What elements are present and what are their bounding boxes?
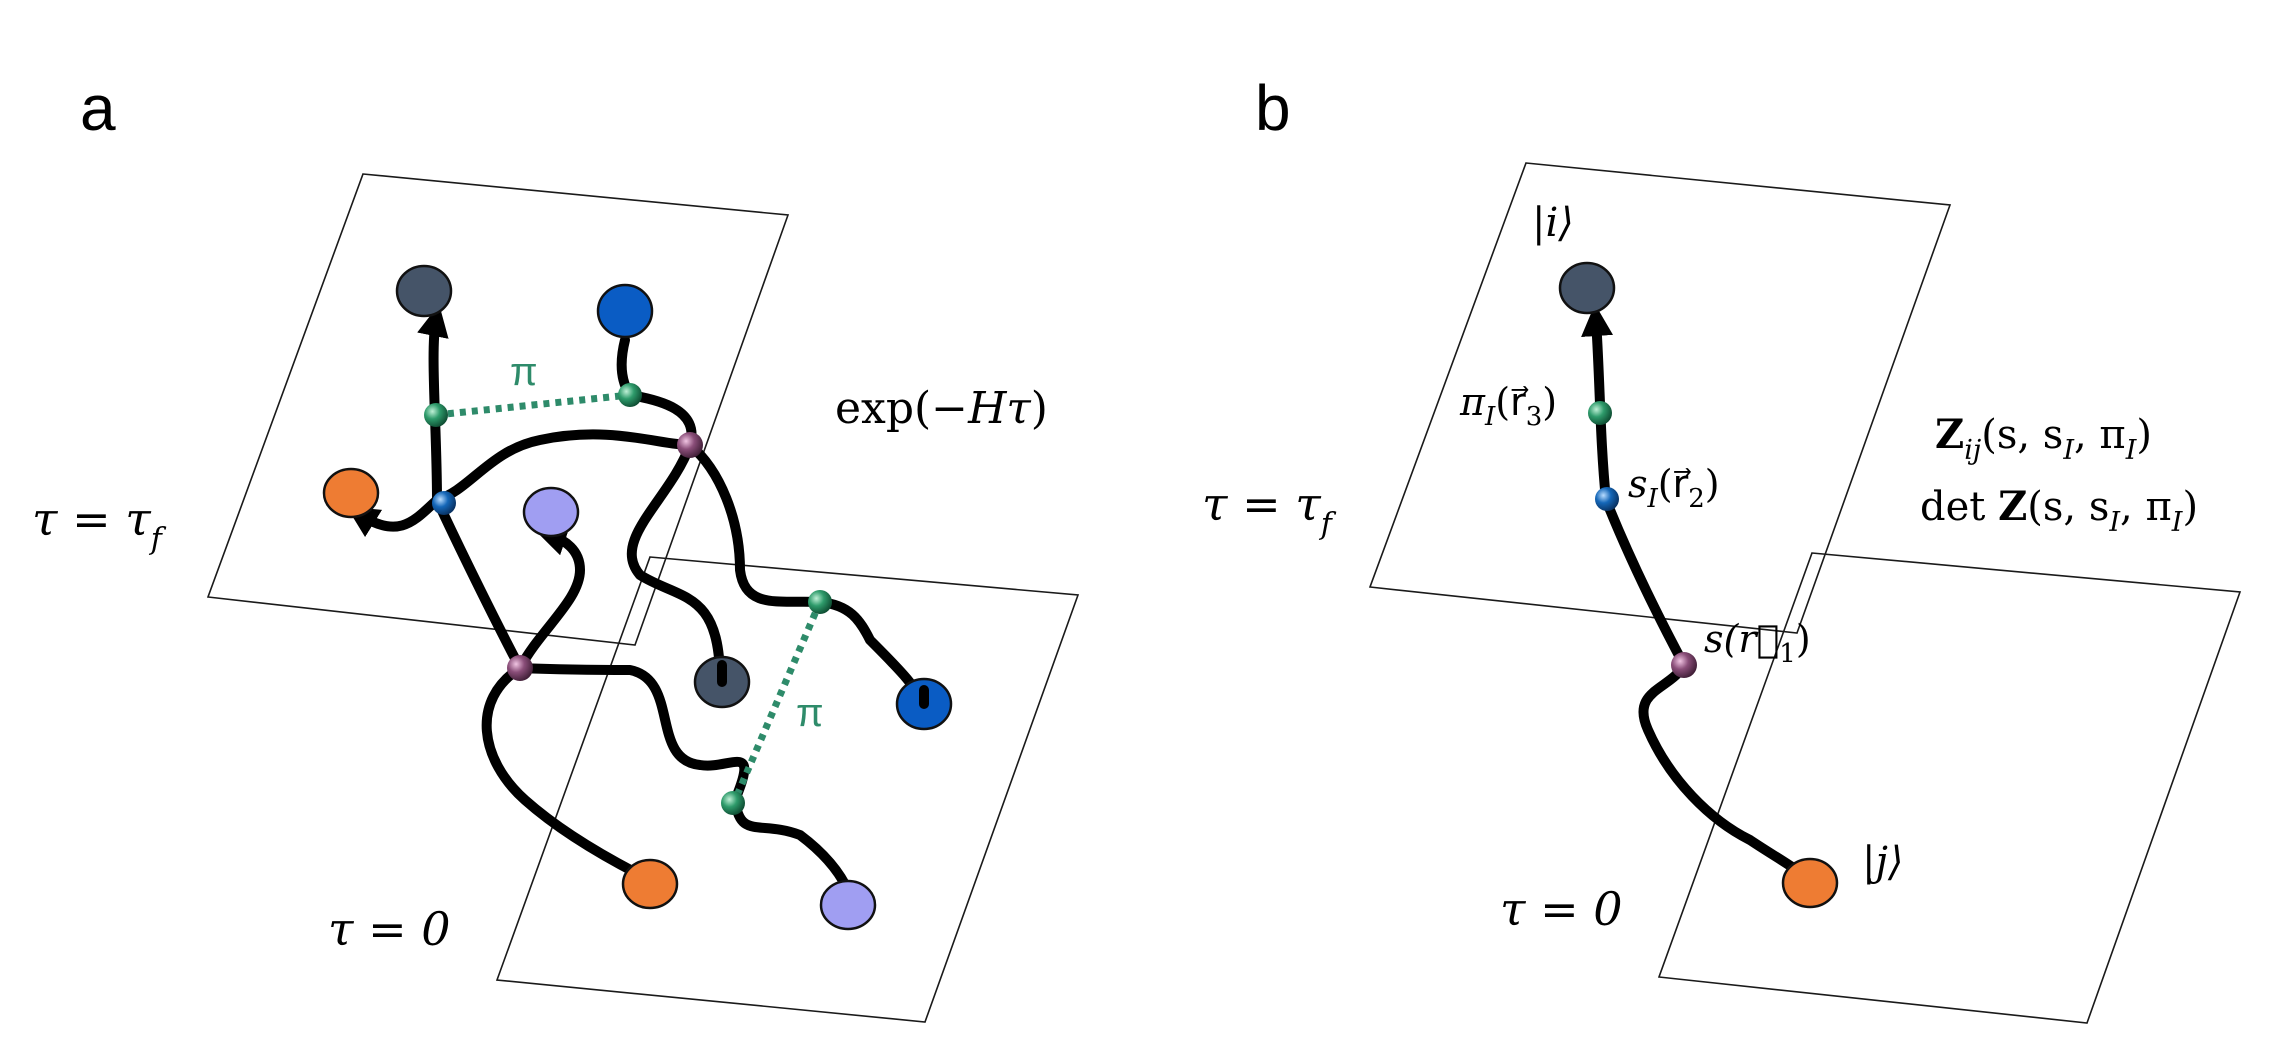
panel-b-label: b [1255, 72, 1291, 144]
site-dark-b [1558, 261, 1616, 315]
tau-f-label-b: τ = τf [1202, 477, 1337, 542]
worldline-a-1 [417, 304, 449, 505]
lower-plane-a [495, 556, 1080, 1023]
s-r1-label: s(r⃗1) [1704, 617, 1811, 669]
pi-r3-label: πI(r⃗3) [1459, 380, 1557, 432]
tau-0-label-b: τ = 0 [1500, 882, 1623, 936]
worldline-a-mid [626, 440, 725, 685]
pi-link-upper [435, 391, 631, 419]
worldline-a-lower-mid [515, 663, 750, 805]
vertex-green-a-2 [618, 383, 642, 407]
site-orange-a-bottom [621, 858, 679, 910]
vertex-green-a-3 [808, 590, 832, 614]
tau-0-label-a: τ = 0 [328, 902, 451, 956]
vertex-green-a-4 [721, 791, 745, 815]
worldline-b-lower [1638, 660, 1815, 887]
upper-plane-b [1368, 162, 1952, 634]
site-orange-a-top [322, 467, 380, 519]
panel-b: b |i⟩ |j⟩ πI(r⃗3) sI(r⃗2) s(r⃗1) Zij(s, … [1202, 72, 2242, 1024]
site-blue-a-top [596, 283, 654, 339]
vertex-purple-a-1 [677, 432, 703, 458]
site-orange-b [1781, 857, 1839, 909]
worldline-a-lower-right [730, 795, 855, 900]
vertex-blue-b [1595, 487, 1619, 511]
vertex-blue-a [432, 491, 456, 515]
lower-plane-b [1657, 552, 2242, 1024]
site-lavender-a-bottom [819, 879, 877, 931]
vertex-green-a-1 [424, 403, 448, 427]
tau-f-label-a: τ = τf [32, 492, 167, 557]
site-dark-a-top [395, 264, 453, 318]
worldline-a-1-lower [432, 495, 525, 673]
ket-i-label: |i⟩ [1532, 200, 1574, 246]
det-z-label: det Z(s, sI, πI) [1920, 483, 2198, 538]
worldline-a-branch-orange [346, 495, 442, 538]
worldline-a-to-lavender [515, 524, 585, 673]
panel-a-label: a [80, 72, 116, 144]
vertex-purple-b [1671, 652, 1697, 678]
panel-a: a [32, 72, 1080, 1023]
ket-j-label: |j⟩ [1862, 839, 1903, 885]
worldline-a-lower-left [481, 663, 655, 885]
z-ij-label: Zij(s, sI, πI) [1935, 411, 2152, 466]
pi-label-lower: π [796, 691, 824, 735]
pi-label-upper: π [510, 350, 538, 394]
operator-label: exp(−Hτ) [835, 383, 1048, 434]
vertex-purple-a-2 [507, 655, 533, 681]
sI-r2-label: sI(r⃗2) [1628, 462, 1720, 514]
site-lavender-a-top [522, 486, 580, 538]
worldline-a-arc [432, 429, 695, 505]
vertex-green-b [1588, 401, 1612, 425]
worldline-b-mid [1601, 495, 1689, 670]
upper-plane-a [206, 173, 790, 646]
